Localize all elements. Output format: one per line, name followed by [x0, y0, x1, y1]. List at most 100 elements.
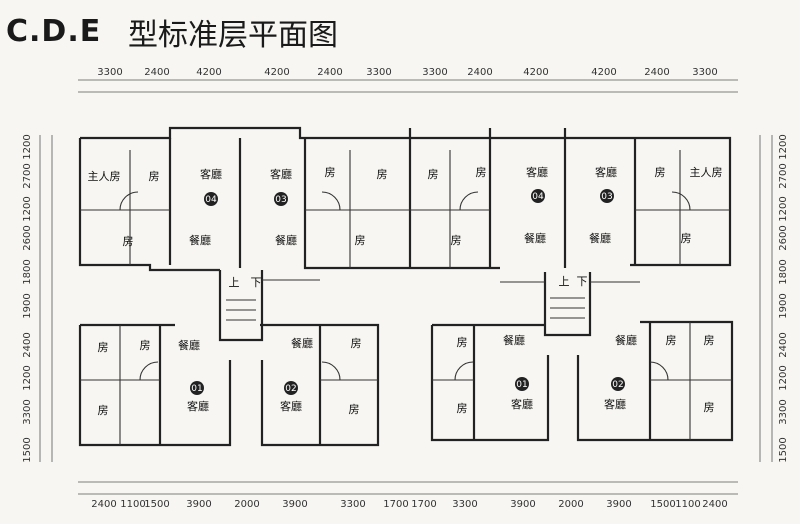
room-bedroom: 房: [457, 402, 468, 415]
room-living: 客廳: [270, 167, 292, 181]
dim-bottom-9: 1700: [411, 499, 436, 510]
room-master-bedroom: 主人房: [88, 170, 121, 183]
plan-type-code: C.D.E: [6, 14, 102, 49]
stair-labels: 上 下 上 下: [229, 275, 588, 289]
unit-marker: [600, 189, 614, 203]
dim-left-10: 1500: [22, 437, 33, 462]
room-living: 客廳: [187, 399, 209, 413]
room-bedroom: 房: [140, 339, 151, 352]
room-bedroom: 房: [428, 168, 439, 181]
dim-left-7: 2400: [22, 332, 33, 357]
dim-bottom-10: 3300: [452, 499, 477, 510]
bottom-dimension-labels: 2400 1100 1500 3900 2000 3900 3300 1700 …: [91, 499, 727, 510]
room-bedroom: 房: [98, 341, 109, 354]
unit-number: 02: [285, 384, 296, 394]
dim-top-11: 2400: [644, 67, 669, 78]
room-living: 客廳: [280, 399, 302, 413]
dim-right-1: 1200: [778, 134, 789, 159]
unit-number: 03: [275, 195, 286, 205]
unit-number: 02: [612, 380, 623, 390]
unit-number: 04: [532, 192, 544, 202]
room-bedroom: 房: [704, 401, 715, 414]
interior-walls: [80, 150, 732, 445]
dim-left-8: 1200: [22, 365, 33, 390]
dim-right-8: 1200: [778, 365, 789, 390]
dim-top-4: 4200: [264, 67, 289, 78]
unit-marker: [274, 192, 288, 206]
dim-right-5: 1800: [778, 259, 789, 284]
dim-left-9: 3300: [22, 399, 33, 424]
dim-top-2: 2400: [144, 67, 169, 78]
dim-top-12: 3300: [692, 67, 717, 78]
dim-top-9: 4200: [523, 67, 548, 78]
dimension-lines: [39, 79, 773, 495]
dim-top-7: 3300: [422, 67, 447, 78]
unit-number: 04: [205, 195, 217, 205]
room-bedroom: 房: [666, 334, 677, 347]
plan-title: 型标准层平面图: [128, 18, 338, 53]
stair-down-label: 下: [577, 275, 588, 288]
dim-top-3: 4200: [196, 67, 221, 78]
dim-right-6: 1900: [778, 293, 789, 318]
room-bedroom: 房: [349, 403, 360, 416]
dim-bottom-11: 3900: [510, 499, 535, 510]
dim-right-2: 2700: [778, 163, 789, 188]
room-dining: 餐廳: [503, 333, 525, 347]
unit-marker: [531, 189, 545, 203]
room-bedroom: 房: [704, 334, 715, 347]
room-dining: 餐廳: [615, 333, 637, 347]
dim-bottom-8: 1700: [383, 499, 408, 510]
room-bedroom: 房: [476, 166, 487, 179]
room-bedroom: 房: [457, 336, 468, 349]
dim-bottom-16: 2400: [702, 499, 727, 510]
dim-left-1: 1200: [22, 134, 33, 159]
unit-number: 01: [191, 384, 202, 394]
dim-left-2: 2700: [22, 163, 33, 188]
room-living: 客廳: [526, 165, 548, 179]
room-dining: 餐廳: [275, 233, 297, 247]
dim-bottom-15: 1100: [675, 499, 700, 510]
dim-top-8: 2400: [467, 67, 492, 78]
dim-bottom-14: 1500: [650, 499, 675, 510]
dim-bottom-7: 3300: [340, 499, 365, 510]
unit-markers: 04 03 04 03 01 02 01 02: [190, 189, 625, 395]
room-dining: 餐廳: [178, 338, 200, 352]
top-dimension-labels: 3300 2400 4200 4200 2400 3300 3300 2400 …: [97, 67, 717, 78]
dim-top-10: 4200: [591, 67, 616, 78]
room-bedroom: 房: [98, 404, 109, 417]
room-dining: 餐廳: [189, 233, 211, 247]
unit-marker: [515, 377, 529, 391]
unit-marker: [204, 192, 218, 206]
room-dining: 餐廳: [291, 336, 313, 350]
upper-room-labels: 主人房 房 房 客廳 餐廳 客廳 餐廳 房 房 房 房 房 房 客廳 餐廳 客廳…: [88, 165, 723, 248]
dim-right-7: 2400: [778, 332, 789, 357]
room-bedroom: 房: [377, 168, 388, 181]
dim-right-9: 3300: [778, 399, 789, 424]
room-bedroom: 房: [451, 234, 462, 247]
unit-marker: [611, 377, 625, 391]
dim-left-4: 2600: [22, 225, 33, 250]
dim-right-10: 1500: [778, 437, 789, 462]
dim-bottom-5: 2000: [234, 499, 259, 510]
room-bedroom: 房: [681, 232, 692, 245]
dim-top-1: 3300: [97, 67, 122, 78]
room-bedroom: 房: [655, 166, 666, 179]
room-bedroom: 房: [149, 170, 160, 183]
dim-top-6: 3300: [366, 67, 391, 78]
right-dimension-labels: 1200 2700 1200 2600 1800 1900 2400 1200 …: [778, 134, 789, 462]
dim-bottom-2: 1100: [120, 499, 145, 510]
dim-bottom-13: 3900: [606, 499, 631, 510]
room-dining: 餐廳: [589, 231, 611, 245]
unit-marker: [190, 381, 204, 395]
room-living: 客廳: [511, 397, 533, 411]
room-living: 客廳: [200, 167, 222, 181]
room-living: 客廳: [595, 165, 617, 179]
left-dimension-labels: 1200 2700 1200 2600 1800 1900 2400 1200 …: [22, 134, 33, 462]
room-bedroom: 房: [351, 337, 362, 350]
dim-bottom-4: 3900: [186, 499, 211, 510]
dim-left-6: 1900: [22, 293, 33, 318]
dim-bottom-12: 2000: [558, 499, 583, 510]
dim-right-4: 2600: [778, 225, 789, 250]
dim-bottom-6: 3900: [282, 499, 307, 510]
